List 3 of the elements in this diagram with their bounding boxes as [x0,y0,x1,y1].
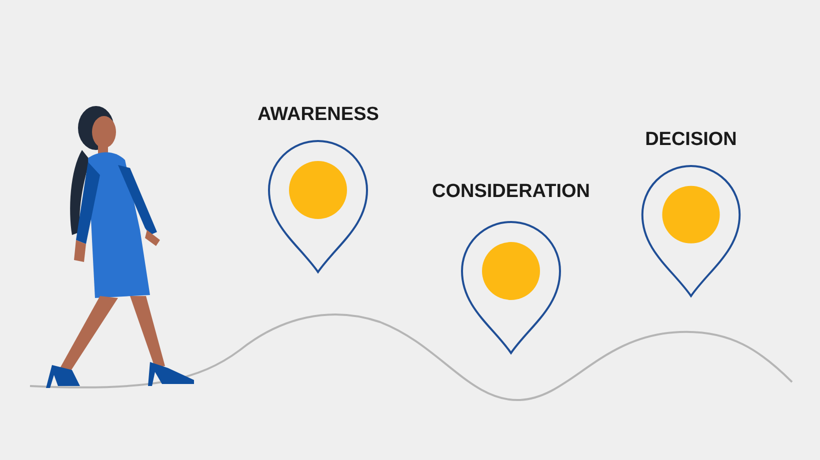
stage-label: AWARENESS [258,104,379,126]
stage-label: CONSIDERATION [432,181,590,203]
stage-label: DECISION [645,129,737,151]
